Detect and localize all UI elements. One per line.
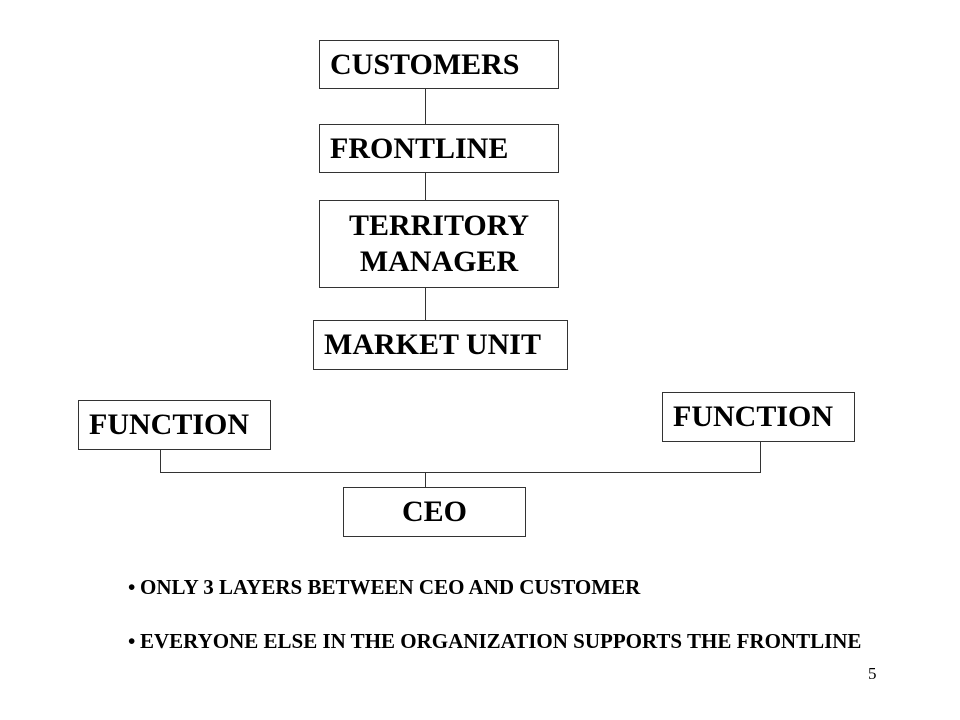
node-ceo-label: CEO [401,495,467,528]
node-function-right: FUNCTION [662,392,855,442]
bullet-list: ONLY 3 LAYERS BETWEEN CEO AND CUSTOMER E… [128,574,908,682]
node-territory-manager-label-line1: TERRITORY [348,209,530,242]
node-territory-manager-label-line2: MANAGER [359,245,519,278]
connector-territory-market [425,287,426,320]
connector-right-function-drop [760,442,761,472]
bullet-item: EVERYONE ELSE IN THE ORGANIZATION SUPPOR… [128,628,900,655]
node-function-left-label: FUNCTION [89,408,250,441]
node-territory-manager: TERRITORY MANAGER [319,200,559,288]
node-market-unit: MARKET UNIT [313,320,568,370]
bullet-item: ONLY 3 LAYERS BETWEEN CEO AND CUSTOMER [128,574,908,601]
connector-customers-frontline [425,88,426,124]
node-frontline: FRONTLINE [319,124,559,173]
connector-bar-ceo [425,472,426,487]
node-ceo: CEO [343,487,526,537]
node-function-left: FUNCTION [78,400,271,450]
node-market-unit-label: MARKET UNIT [324,328,541,361]
node-customers: CUSTOMERS [319,40,559,89]
node-frontline-label: FRONTLINE [330,131,509,165]
connector-function-bar [160,472,761,473]
page-number: 5 [868,664,877,683]
connector-frontline-territory [425,173,426,200]
connector-left-function-drop [160,450,161,472]
node-customers-label: CUSTOMERS [330,47,520,81]
node-function-right-label: FUNCTION [673,400,834,433]
